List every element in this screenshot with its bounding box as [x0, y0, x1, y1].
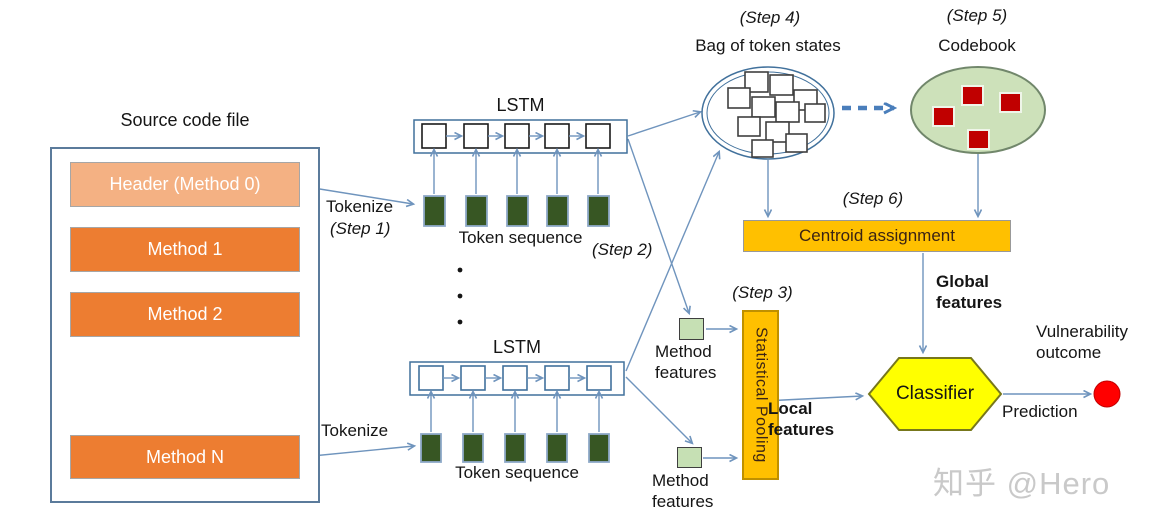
tokenize-label-top: Tokenize	[326, 197, 394, 216]
token-squares-bottom	[420, 433, 610, 463]
watermark: 知乎 @Hero	[933, 466, 1111, 501]
step1-label: (Step 1)	[330, 219, 391, 238]
step5-label: (Step 5)	[946, 6, 1008, 25]
token-sequence-top	[423, 150, 610, 227]
arrow-lstmtop-to-methodfeat	[627, 138, 689, 313]
prediction-dot	[1093, 380, 1121, 408]
lstm-top-box	[413, 119, 628, 154]
step4-label: (Step 4)	[739, 8, 801, 27]
arrow-lstmbottom-to-bag	[625, 152, 719, 372]
codeword-squares	[932, 85, 1022, 150]
arrow-pooling-to-classifier	[763, 396, 862, 402]
bag-token-squares	[727, 71, 826, 158]
bag-title: Bag of token states	[695, 36, 841, 55]
local-features-label: Local features	[768, 399, 835, 439]
method-box-n: Method N	[70, 435, 300, 479]
method-features-top-square	[679, 318, 704, 340]
tokenize-label-bottom: Tokenize	[321, 421, 389, 440]
connector-arrows	[300, 112, 1090, 458]
lstm-ellipsis-dots	[457, 267, 463, 325]
token-sequence-bottom	[420, 392, 610, 463]
method-box-1: Method 1	[70, 227, 300, 272]
lstm-top-title: LSTM	[496, 95, 545, 115]
token-sequence-top-caption: Token sequence	[458, 228, 583, 247]
arrow-lstmbottom-to-methodfeat	[625, 376, 692, 443]
arrow-lstmtop-to-bag	[627, 112, 700, 137]
source-file-title: Source code file	[120, 110, 250, 130]
codebook-title: Codebook	[938, 36, 1016, 55]
token-sequence-bottom-caption: Token sequence	[455, 463, 579, 482]
prediction-label: Prediction	[1002, 402, 1078, 421]
method-box-2: Method 2	[70, 292, 300, 337]
lstm-bottom-box	[409, 361, 625, 396]
token-to-cell-arrows-top	[434, 150, 598, 194]
statistical-pooling-box: Statistical Pooling	[742, 310, 779, 480]
bag-of-token-states-ellipse	[701, 66, 835, 160]
vulnerability-outcome-label: Vulnerability outcome	[1036, 322, 1128, 362]
lstm-bottom-title: LSTM	[492, 337, 541, 357]
codebook-ellipse	[910, 66, 1046, 154]
arrow-methodN-to-tokens	[301, 446, 414, 458]
classifier-hexagon	[867, 357, 1003, 431]
step6-label: (Step 6)	[842, 189, 904, 208]
step2-label: (Step 2)	[592, 240, 653, 259]
step3-label: (Step 3)	[732, 283, 793, 302]
token-squares-top	[423, 195, 610, 227]
classifier-label: Classifier	[895, 383, 975, 404]
method-features-bottom-label: Method features	[652, 471, 714, 511]
global-features-label: Global features	[936, 272, 1003, 312]
method-features-bottom-square	[677, 447, 702, 468]
method-features-top-label: Method features	[655, 342, 717, 382]
token-to-cell-arrows-bottom	[431, 392, 599, 432]
method-box-header: Header (Method 0)	[70, 162, 300, 207]
centroid-assignment-box: Centroid assignment	[743, 220, 1011, 252]
